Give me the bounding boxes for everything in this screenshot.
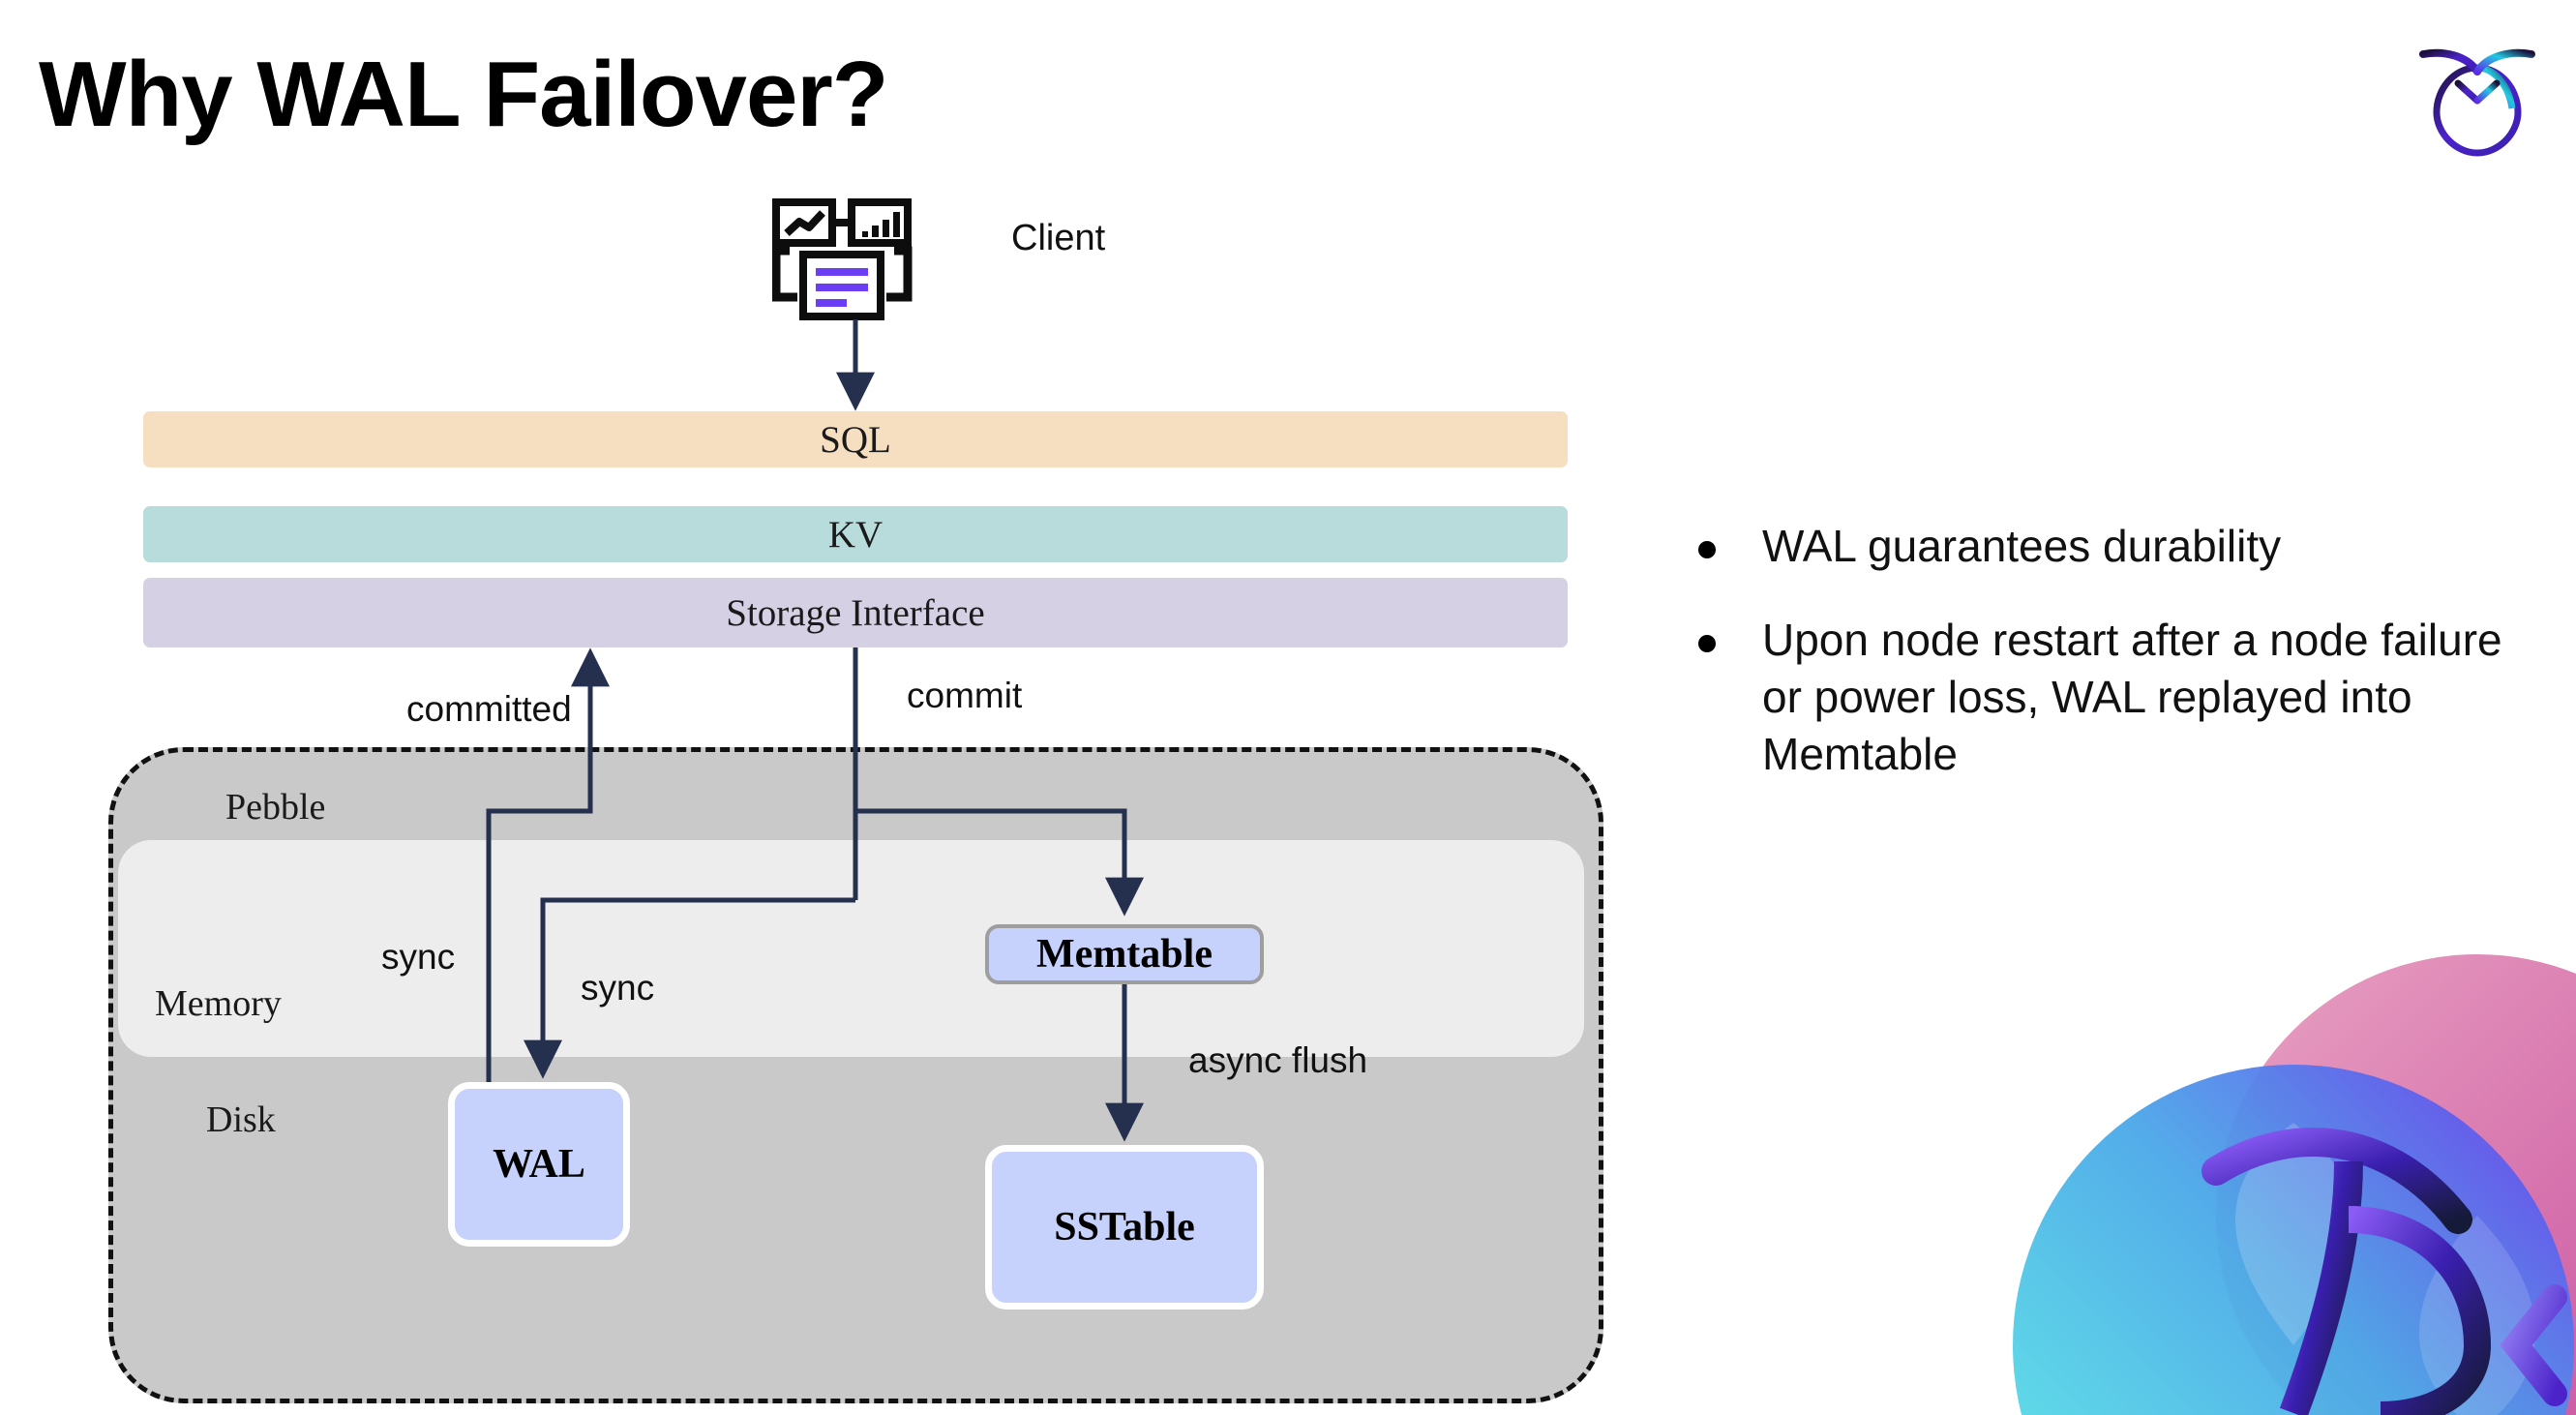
- client-dashboard-icon: [771, 198, 927, 324]
- node-memtable: Memtable: [985, 924, 1264, 984]
- layer-sql-label: SQL: [820, 418, 891, 461]
- node-sstable: SSTable: [985, 1145, 1264, 1310]
- layer-sql: SQL: [143, 411, 1568, 467]
- decorative-logo-graphic: [1974, 929, 2576, 1415]
- layer-storage-interface-label: Storage Interface: [726, 591, 985, 634]
- list-item: Upon node restart after a node failure o…: [1698, 612, 2521, 783]
- memory-zone: [118, 840, 1584, 1057]
- cockroachdb-logo-icon: [2415, 37, 2539, 163]
- list-item: WAL guarantees durability: [1698, 518, 2521, 575]
- layer-kv-label: KV: [827, 513, 884, 556]
- edge-label-async-flush: async flush: [1188, 1040, 1368, 1080]
- client-label: Client: [1011, 218, 1106, 258]
- edge-label-sync-down: sync: [581, 968, 655, 1008]
- edge-label-commit: commit: [907, 676, 1023, 715]
- node-sstable-label: SSTable: [1054, 1205, 1195, 1249]
- memory-label: Memory: [155, 983, 282, 1024]
- node-wal: WAL: [448, 1082, 630, 1247]
- pebble-label: Pebble: [225, 787, 326, 828]
- bullet-text: Upon node restart after a node failure o…: [1762, 614, 2502, 779]
- bullet-list: WAL guarantees durability Upon node rest…: [1698, 518, 2521, 820]
- layer-storage-interface: Storage Interface: [143, 578, 1568, 647]
- bullet-dot-icon: [1698, 541, 1716, 558]
- diagram-edges: [486, 319, 1144, 1142]
- architecture-diagram: Client SQL KV Storage Interface Pebble M…: [108, 198, 1603, 1403]
- edge-label-committed: committed: [406, 689, 572, 729]
- bullet-dot-icon: [1698, 634, 1716, 652]
- node-memtable-label: Memtable: [1036, 932, 1213, 977]
- bullet-text: WAL guarantees durability: [1762, 521, 2282, 571]
- disk-label: Disk: [206, 1099, 276, 1140]
- node-wal-label: WAL: [493, 1142, 585, 1187]
- page-title: Why WAL Failover?: [39, 43, 888, 146]
- layer-kv: KV: [143, 506, 1568, 562]
- edge-label-sync-up: sync: [381, 937, 456, 977]
